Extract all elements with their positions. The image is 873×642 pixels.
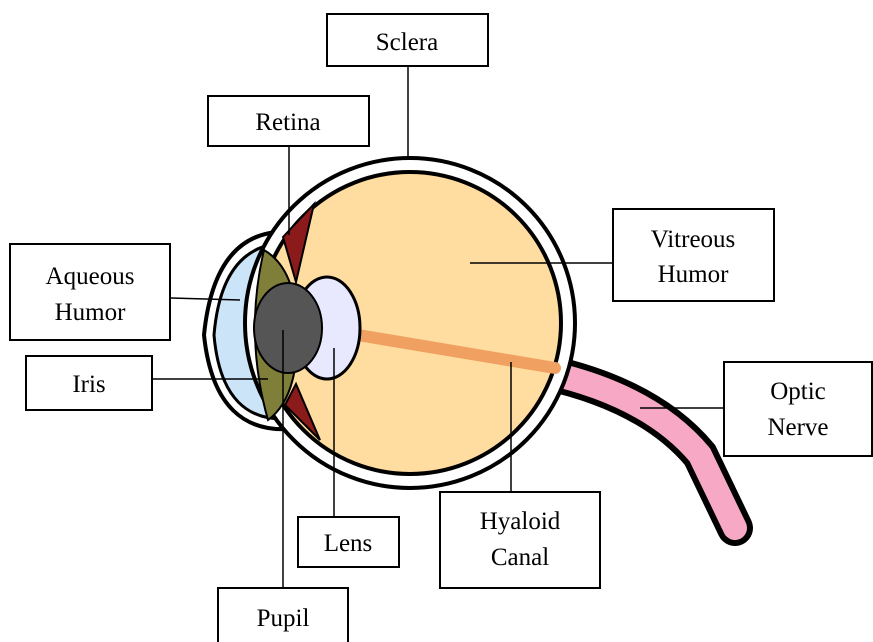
label-optic-nerve-line2: Nerve [767, 414, 828, 441]
label-sclera: Sclera [327, 14, 488, 66]
label-iris-text: Iris [72, 371, 105, 398]
label-aqueous-humor-line1: Aqueous [46, 263, 135, 290]
label-pupil-text: Pupil [257, 605, 310, 632]
label-pupil: Pupil [218, 588, 348, 642]
label-optic-nerve: Optic Nerve [724, 362, 872, 456]
label-aqueous-humor-line2: Humor [55, 299, 127, 326]
label-vitreous-humor: Vitreous Humor [613, 209, 774, 301]
label-hyaloid-canal-line2: Canal [491, 544, 549, 571]
label-retina-text: Retina [255, 109, 320, 136]
label-hyaloid-canal-line1: Hyaloid [480, 508, 561, 535]
label-retina: Retina [208, 96, 369, 146]
label-iris: Iris [26, 356, 152, 410]
label-lens: Lens [298, 517, 399, 567]
label-aqueous-humor: Aqueous Humor [10, 244, 170, 340]
label-sclera-text: Sclera [376, 29, 438, 56]
label-vitreous-humor-line1: Vitreous [651, 226, 736, 253]
label-optic-nerve-line1: Optic [770, 378, 826, 405]
label-hyaloid-canal: Hyaloid Canal [440, 492, 600, 588]
pupil [254, 283, 322, 373]
label-lens-text: Lens [324, 530, 373, 557]
label-vitreous-humor-line2: Humor [658, 261, 730, 288]
